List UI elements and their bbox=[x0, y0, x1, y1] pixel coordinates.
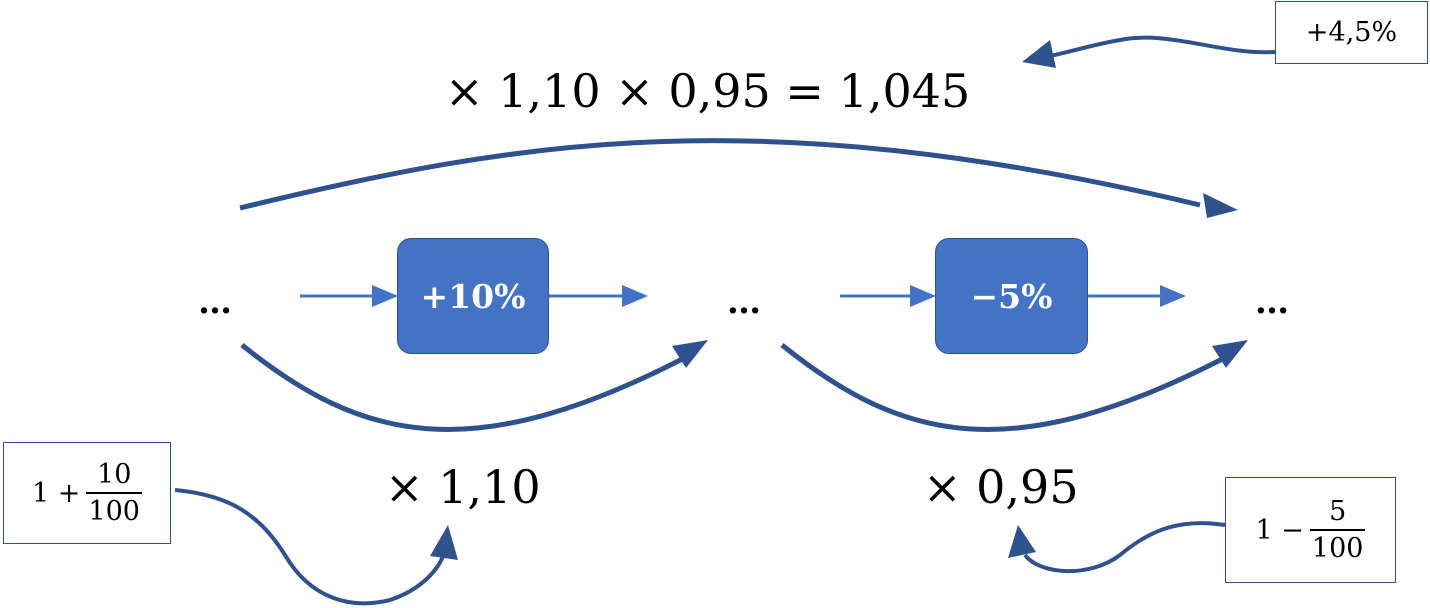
step-box-increase: +10% bbox=[397, 238, 549, 354]
second-fraction-denominator: 100 bbox=[1311, 533, 1364, 564]
top-formula: × 1,10 × 0,95 = 1,045 bbox=[445, 64, 971, 118]
first-fraction-bar bbox=[86, 492, 142, 494]
flow-arrowhead-2b bbox=[1160, 285, 1186, 307]
callout-arrow-second bbox=[1023, 521, 1226, 574]
bottom-arc-arrowhead-2 bbox=[1212, 340, 1248, 368]
callout-arrowhead-second bbox=[1008, 525, 1036, 558]
multiplier-first: × 1,10 bbox=[385, 460, 541, 514]
first-fraction-numerator: 10 bbox=[97, 458, 132, 490]
total-change-label: +4,5% bbox=[1305, 17, 1398, 48]
step-box-decrease: −5% bbox=[935, 238, 1088, 354]
flow-arrowhead-1b bbox=[622, 285, 648, 307]
middle-value: … bbox=[727, 282, 761, 322]
bottom-arc-arrow-1 bbox=[240, 343, 692, 432]
top-arc-arrowhead bbox=[1203, 193, 1238, 218]
second-fraction-prefix: 1 − bbox=[1255, 514, 1304, 546]
bottom-arc-arrow-2 bbox=[780, 343, 1232, 432]
callout-arrowhead-total bbox=[1022, 40, 1056, 68]
callout-arrow-total bbox=[1039, 35, 1276, 60]
callout-arrow-first bbox=[174, 488, 447, 606]
first-fraction-denominator: 100 bbox=[88, 496, 140, 527]
first-fraction-note: 1 + 10 100 bbox=[3, 442, 171, 544]
second-fraction-numerator: 5 bbox=[1329, 495, 1347, 527]
flow-arrowhead-1a bbox=[372, 285, 398, 307]
second-fraction: 5 100 bbox=[1309, 495, 1366, 564]
multiplier-second: × 0,95 bbox=[923, 460, 1079, 514]
second-fraction-bar bbox=[1309, 529, 1366, 531]
bottom-arc-arrowhead-1 bbox=[672, 340, 708, 368]
first-fraction: 10 100 bbox=[86, 459, 142, 527]
second-fraction-note: 1 − 5 100 bbox=[1225, 477, 1396, 583]
end-value: … bbox=[1255, 282, 1289, 322]
total-change-note: +4,5% bbox=[1275, 1, 1428, 64]
first-fraction-prefix: 1 + bbox=[32, 477, 81, 509]
start-value: … bbox=[198, 282, 232, 322]
top-arc-arrow bbox=[239, 138, 1201, 211]
flow-arrowhead-2a bbox=[910, 285, 936, 307]
callout-arrowhead-first bbox=[430, 525, 458, 560]
